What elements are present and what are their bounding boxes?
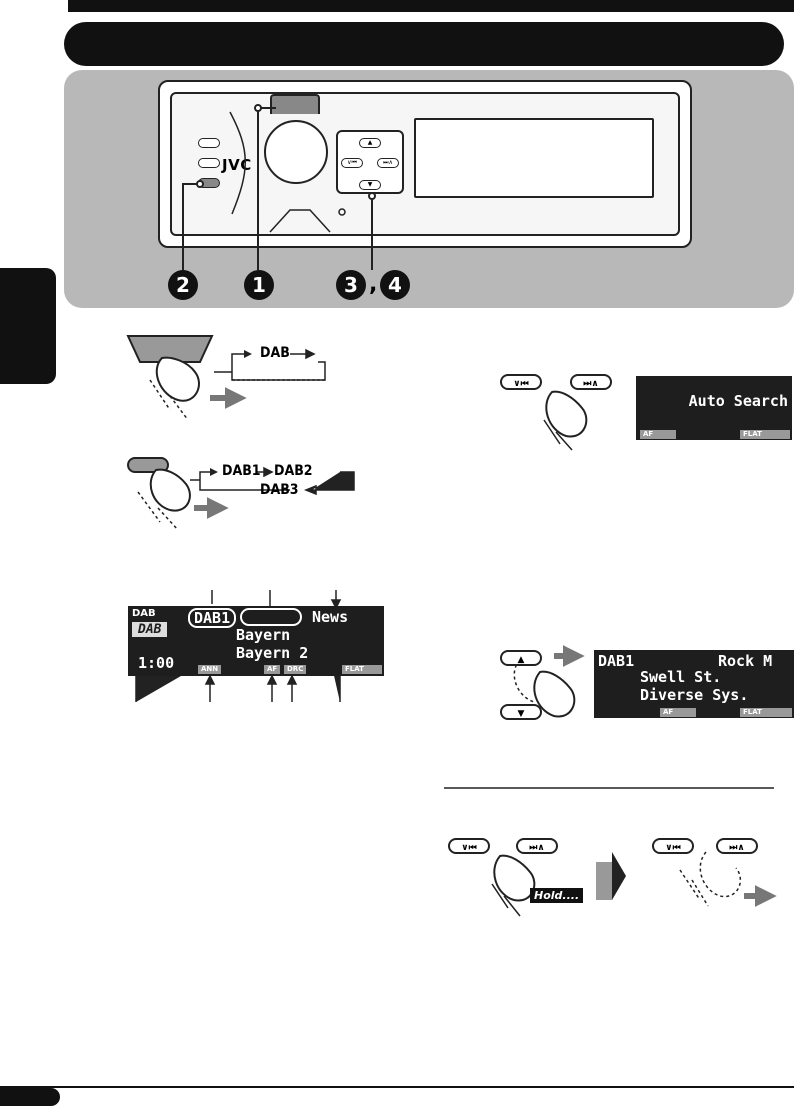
callout-two: 2 [168,270,198,300]
prev-button-pill: ∨⏮ [500,374,542,390]
bottom-rule [0,1086,794,1088]
section-title-bar [64,22,784,66]
source-button [270,94,320,114]
display-pty: News [312,608,349,626]
auto-search-tag-flat: FLAT [740,430,790,439]
hold-diagram [491,851,777,917]
dab-logo: DAB [132,622,168,637]
down-arrow-button: ▼ [359,180,381,190]
band-button [198,178,220,188]
auto-search-text: Auto Search [688,392,788,410]
up-button-pill: ▲ [500,650,542,666]
next-button: ⏭∧ [377,158,399,168]
band-label-1: DAB1 [222,463,261,479]
source-label: DAB [260,345,290,361]
preset-tag-flat: FLAT [740,708,792,717]
release-next-button-pill: ⏭∧ [716,838,758,854]
release-prev-button-pill: ∨⏮ [652,838,694,854]
language-side-tab [0,268,56,384]
tag-af: AF [264,665,281,674]
up-arrow-button: ▲ [359,138,381,148]
next-button-pill: ⏭∧ [570,374,612,390]
radio-button-middle [198,158,220,168]
hold-prev-button-pill: ∨⏮ [448,838,490,854]
tag-ann: ANN [198,665,222,674]
callout-three: 3 [336,270,366,300]
preset-line-2: Diverse Sys. [640,686,749,704]
display-band: DAB1 [188,608,237,628]
preset-tag-af: AF [660,708,696,717]
preset-pty: Rock M [718,652,773,670]
preset-band: DAB1 [598,652,635,670]
dab-display: DAB DAB DAB1 News Bayern Bayern 2 1:00 A… [128,606,384,676]
prev-button: ∨⏮ [341,158,363,168]
callout-separator: , [369,272,378,297]
jvc-logo: JVC [222,156,252,174]
top-bar [68,0,794,12]
auto-search-tag-af: AF [640,430,676,439]
display-source-label: DAB [132,608,156,619]
display-service-frame [240,608,302,626]
callout-four: 4 [380,270,410,300]
source-press-diagram [126,335,326,421]
band-label-2: DAB2 [274,463,313,479]
band-label-3: DAB3 [260,482,299,498]
page-number-tab [0,1088,60,1106]
tag-drc: DRC [284,665,307,674]
radio-display-window [414,118,654,198]
tag-flat: FLAT [342,665,382,674]
display-line-1: Bayern [236,626,291,644]
preset-display: DAB1 Rock M Swell St. Diverse Sys. AF FL… [594,650,794,718]
display-line-2: Bayern 2 [236,644,309,662]
display-clock: 1:00 [138,654,175,672]
hold-label: Hold.... [530,888,584,903]
auto-search-press-diagram [543,390,588,451]
auto-search-display: Auto Search AF FLAT [636,376,792,440]
callout-one: 1 [244,270,274,300]
volume-knob [264,120,328,184]
down-button-pill: ▼ [500,704,542,720]
radio-button-top [198,138,220,148]
hold-next-button-pill: ⏭∧ [516,838,558,854]
preset-line-1: Swell St. [640,668,722,686]
